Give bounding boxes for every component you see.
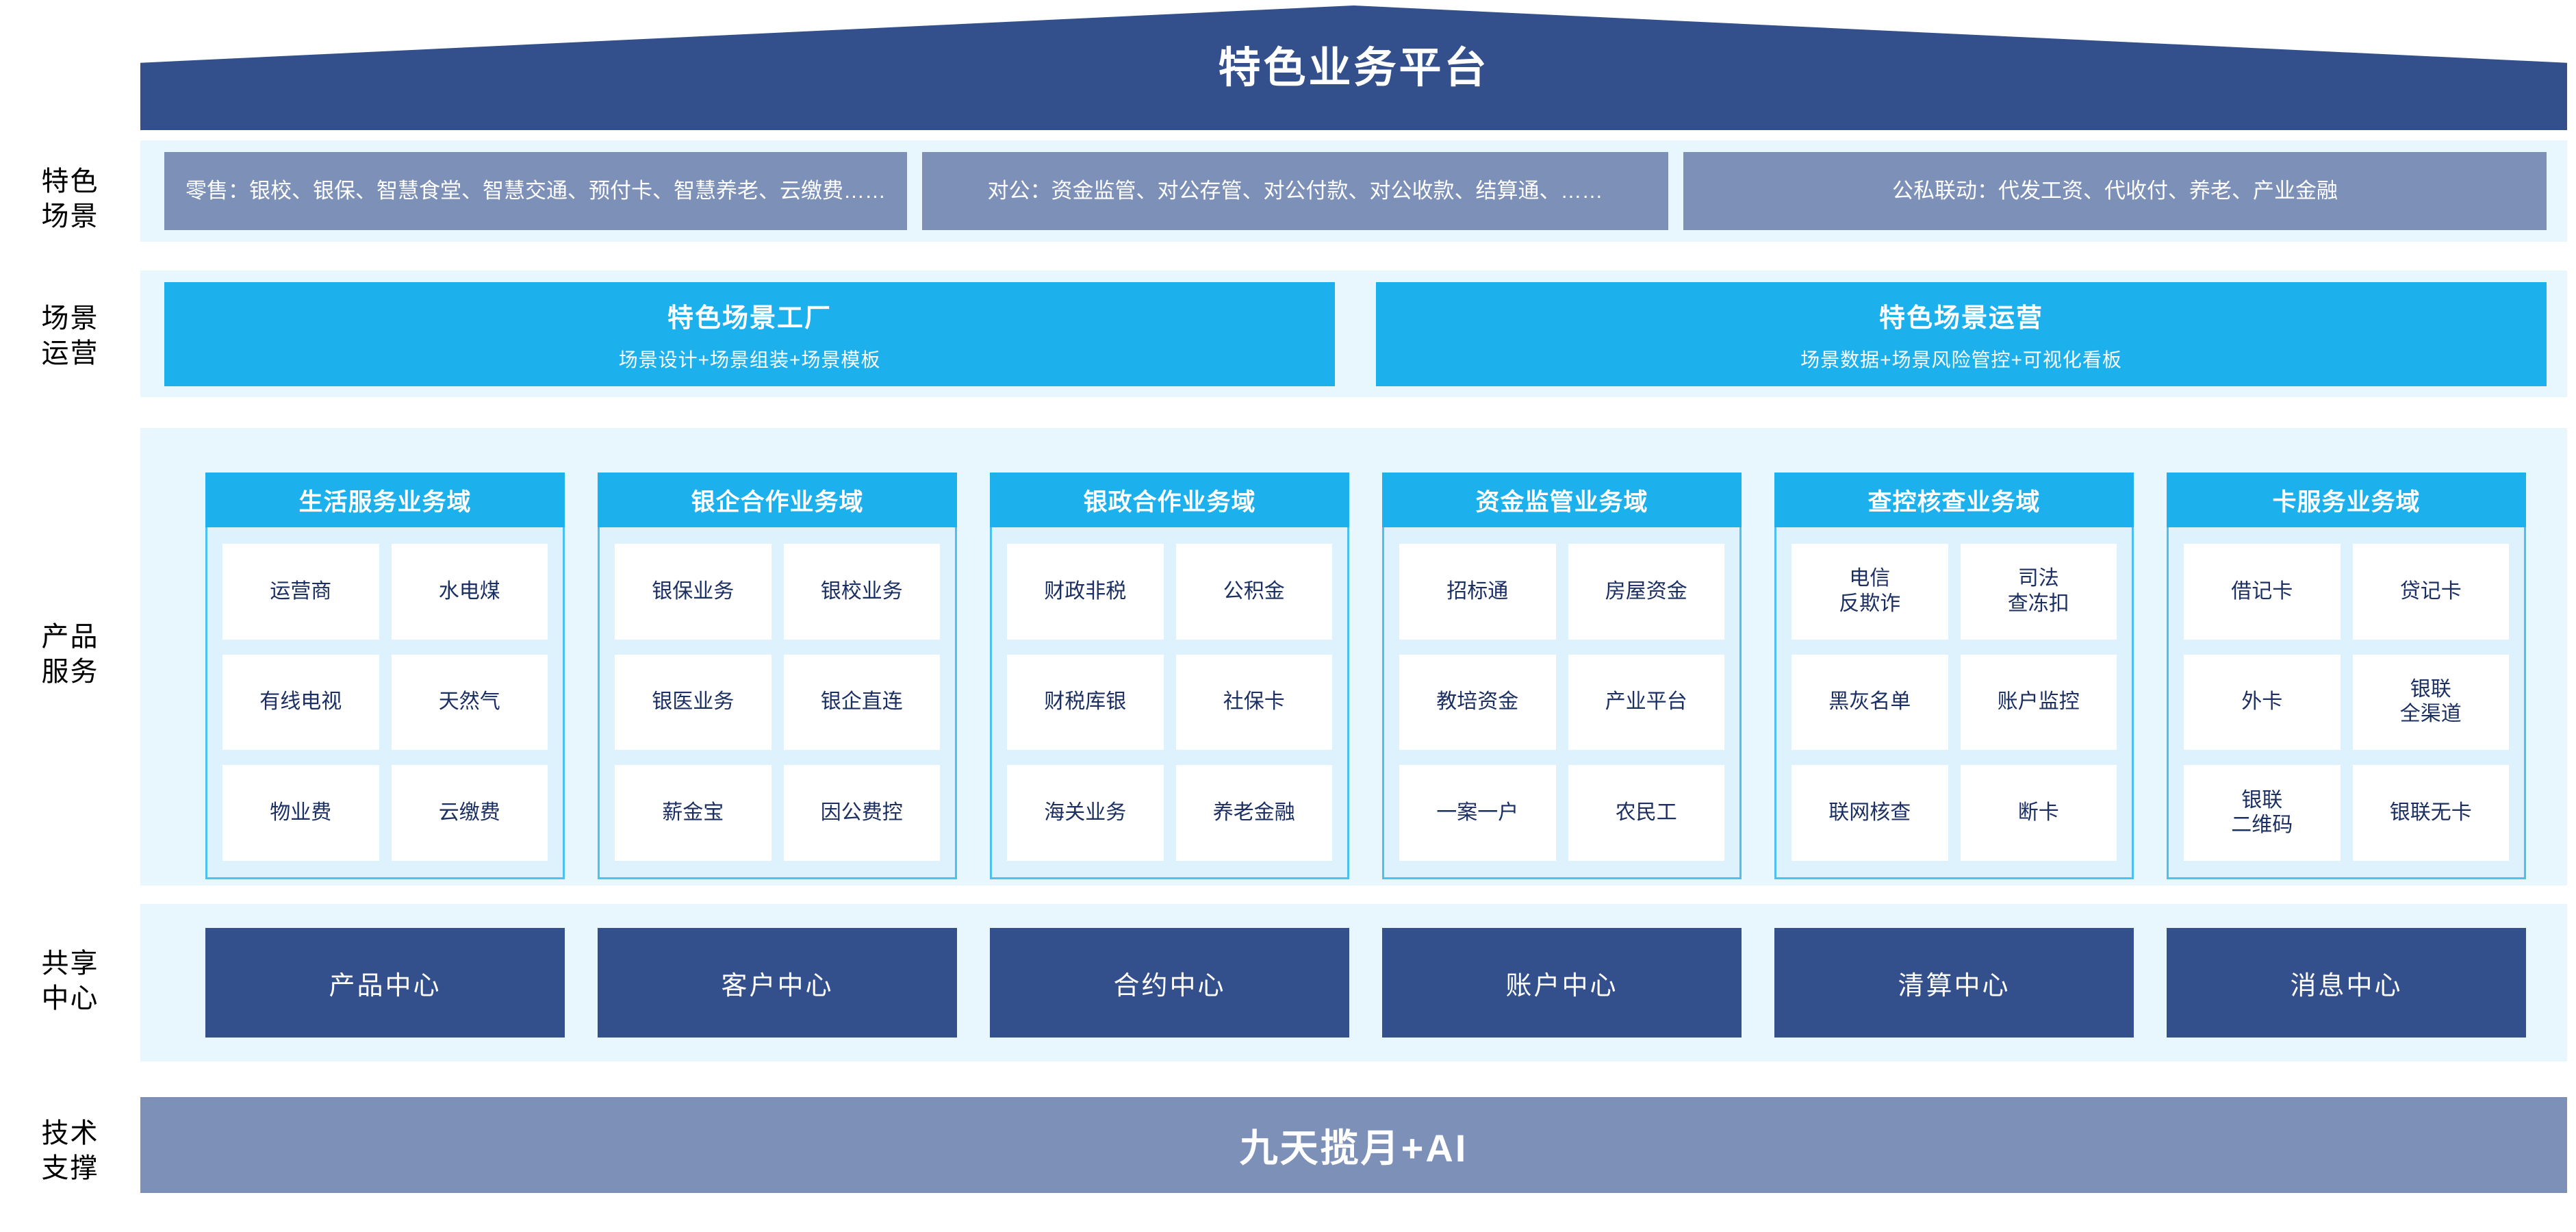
domain-item[interactable]: 财政非税: [1007, 544, 1164, 640]
domain-item[interactable]: 招标通: [1399, 544, 1556, 640]
platform-header-roof: 特色业务平台: [140, 5, 2567, 130]
domain-item[interactable]: 物业费: [222, 765, 379, 861]
shared-center-account[interactable]: 账户中心: [1382, 928, 1742, 1038]
ops-title: 特色场景工厂: [667, 303, 832, 333]
ops-box-scene-factory[interactable]: 特色场景工厂 场景设计+场景组装+场景模板: [164, 282, 1335, 386]
ops-subtitle: 场景数据+场景风险管控+可视化看板: [1800, 349, 2122, 370]
domain-item[interactable]: 教培资金: [1399, 654, 1556, 751]
ops-title: 特色场景运营: [1878, 303, 2043, 333]
shared-center-product[interactable]: 产品中心: [205, 928, 565, 1038]
domain-item-grid: 运营商 水电煤 有线电视 天然气 物业费 云缴费: [207, 527, 563, 877]
domain-column-card-service[interactable]: 卡服务业务域 借记卡 贷记卡 外卡 银联 全渠道 银联 二维码 银联无卡: [2167, 473, 2526, 879]
domain-column-bank-government[interactable]: 银政合作业务域 财政非税 公积金 财税库银 社保卡 海关业务 养老金融: [990, 473, 1349, 879]
shared-center-row: 产品中心 客户中心 合约中心 账户中心 清算中心 消息中心: [205, 928, 2526, 1038]
domain-item-grid: 财政非税 公积金 财税库银 社保卡 海关业务 养老金融: [992, 527, 1347, 877]
domain-item[interactable]: 银医业务: [615, 654, 771, 751]
domain-item[interactable]: 薪金宝: [615, 765, 771, 861]
domain-item[interactable]: 产业平台: [1568, 654, 1724, 751]
domain-item[interactable]: 断卡: [1960, 765, 2117, 861]
shared-center-settlement[interactable]: 清算中心: [1774, 928, 2134, 1038]
row-label-scene: 特色 场景: [41, 166, 99, 232]
domain-column-fund-supervision[interactable]: 资金监管业务域 招标通 房屋资金 教培资金 产业平台 一案一户 农民工: [1382, 473, 1742, 879]
domain-item[interactable]: 运营商: [222, 544, 379, 640]
domain-item[interactable]: 农民工: [1568, 765, 1724, 861]
domain-item[interactable]: 养老金融: [1175, 765, 1332, 861]
domain-item[interactable]: 公积金: [1175, 544, 1332, 640]
domain-item[interactable]: 银联 全渠道: [2352, 654, 2509, 751]
domain-item[interactable]: 水电煤: [391, 544, 548, 640]
domain-item[interactable]: 银保业务: [615, 544, 771, 640]
domain-item[interactable]: 海关业务: [1007, 765, 1164, 861]
domain-item[interactable]: 借记卡: [2184, 544, 2341, 640]
domain-item[interactable]: 银联无卡: [2352, 765, 2509, 861]
scene-box-public-private[interactable]: 公私联动：代发工资、代收付、养老、产业金融: [1683, 152, 2547, 230]
domain-item-grid: 借记卡 贷记卡 外卡 银联 全渠道 银联 二维码 银联无卡: [2169, 527, 2524, 877]
domain-column-bank-enterprise[interactable]: 银企合作业务域 银保业务 银校业务 银医业务 银企直连 薪金宝 因公费控: [598, 473, 957, 879]
scene-box-corporate[interactable]: 对公：资金监管、对公存管、对公付款、对公收款、结算通、……: [922, 152, 1668, 230]
domain-item[interactable]: 司法 查冻扣: [1960, 544, 2117, 640]
domain-item[interactable]: 一案一户: [1399, 765, 1556, 861]
shared-center-customer[interactable]: 客户中心: [598, 928, 957, 1038]
row-label-tech: 技术 支撑: [41, 1118, 99, 1184]
domain-item[interactable]: 联网核查: [1791, 765, 1948, 861]
domain-item[interactable]: 贷记卡: [2352, 544, 2509, 640]
domain-item[interactable]: 天然气: [391, 654, 548, 751]
domain-item[interactable]: 黑灰名单: [1791, 654, 1948, 751]
domain-item[interactable]: 社保卡: [1175, 654, 1332, 751]
domain-title: 卡服务业务域: [2167, 473, 2526, 527]
domain-title: 银企合作业务域: [598, 473, 957, 527]
domain-column-life-service[interactable]: 生活服务业务域 运营商 水电煤 有线电视 天然气 物业费 云缴费: [205, 473, 565, 879]
row-label-product: 产品 服务: [41, 622, 99, 688]
domain-item[interactable]: 因公费控: [783, 765, 940, 861]
domain-title: 银政合作业务域: [990, 473, 1349, 527]
domain-item-grid: 招标通 房屋资金 教培资金 产业平台 一案一户 农民工: [1384, 527, 1739, 877]
ops-box-scene-operation[interactable]: 特色场景运营 场景数据+场景风险管控+可视化看板: [1376, 282, 2547, 386]
domain-item[interactable]: 银校业务: [783, 544, 940, 640]
domain-item-grid: 电信 反欺诈 司法 查冻扣 黑灰名单 账户监控 联网核查 断卡: [1776, 527, 2132, 877]
domain-item[interactable]: 银企直连: [783, 654, 940, 751]
domain-item[interactable]: 银联 二维码: [2184, 765, 2341, 861]
scene-row: 零售：银校、银保、智慧食堂、智慧交通、预付卡、智慧养老、云缴费…… 对公：资金监…: [164, 152, 2547, 230]
page-title: 特色业务平台: [1218, 45, 1490, 92]
domain-title: 生活服务业务域: [205, 473, 565, 527]
domain-item[interactable]: 电信 反欺诈: [1791, 544, 1948, 640]
domain-item[interactable]: 房屋资金: [1568, 544, 1724, 640]
domain-item[interactable]: 财税库银: [1007, 654, 1164, 751]
domain-item[interactable]: 云缴费: [391, 765, 548, 861]
domain-title: 资金监管业务域: [1382, 473, 1742, 527]
scene-box-retail[interactable]: 零售：银校、银保、智慧食堂、智慧交通、预付卡、智慧养老、云缴费……: [164, 152, 907, 230]
domain-item-grid: 银保业务 银校业务 银医业务 银企直连 薪金宝 因公费控: [600, 527, 955, 877]
domain-item[interactable]: 有线电视: [222, 654, 379, 751]
shared-center-message[interactable]: 消息中心: [2167, 928, 2526, 1038]
domain-title: 查控核查业务域: [1774, 473, 2134, 527]
ops-subtitle: 场景设计+场景组装+场景模板: [618, 349, 881, 370]
domain-item[interactable]: 账户监控: [1960, 654, 2117, 751]
domain-column-investigation-control[interactable]: 查控核查业务域 电信 反欺诈 司法 查冻扣 黑灰名单 账户监控 联网核查 断卡: [1774, 473, 2134, 879]
domain-item[interactable]: 外卡: [2184, 654, 2341, 751]
operations-row: 特色场景工厂 场景设计+场景组装+场景模板 特色场景运营 场景数据+场景风险管控…: [164, 282, 2547, 386]
domain-row: 生活服务业务域 运营商 水电煤 有线电视 天然气 物业费 云缴费 银企合作业务域…: [205, 473, 2526, 879]
row-label-operations: 场景 运营: [41, 303, 99, 369]
row-label-shared: 共享 中心: [41, 948, 99, 1014]
shared-center-contract[interactable]: 合约中心: [990, 928, 1349, 1038]
tech-support-bar[interactable]: 九天揽月+AI: [140, 1097, 2567, 1193]
